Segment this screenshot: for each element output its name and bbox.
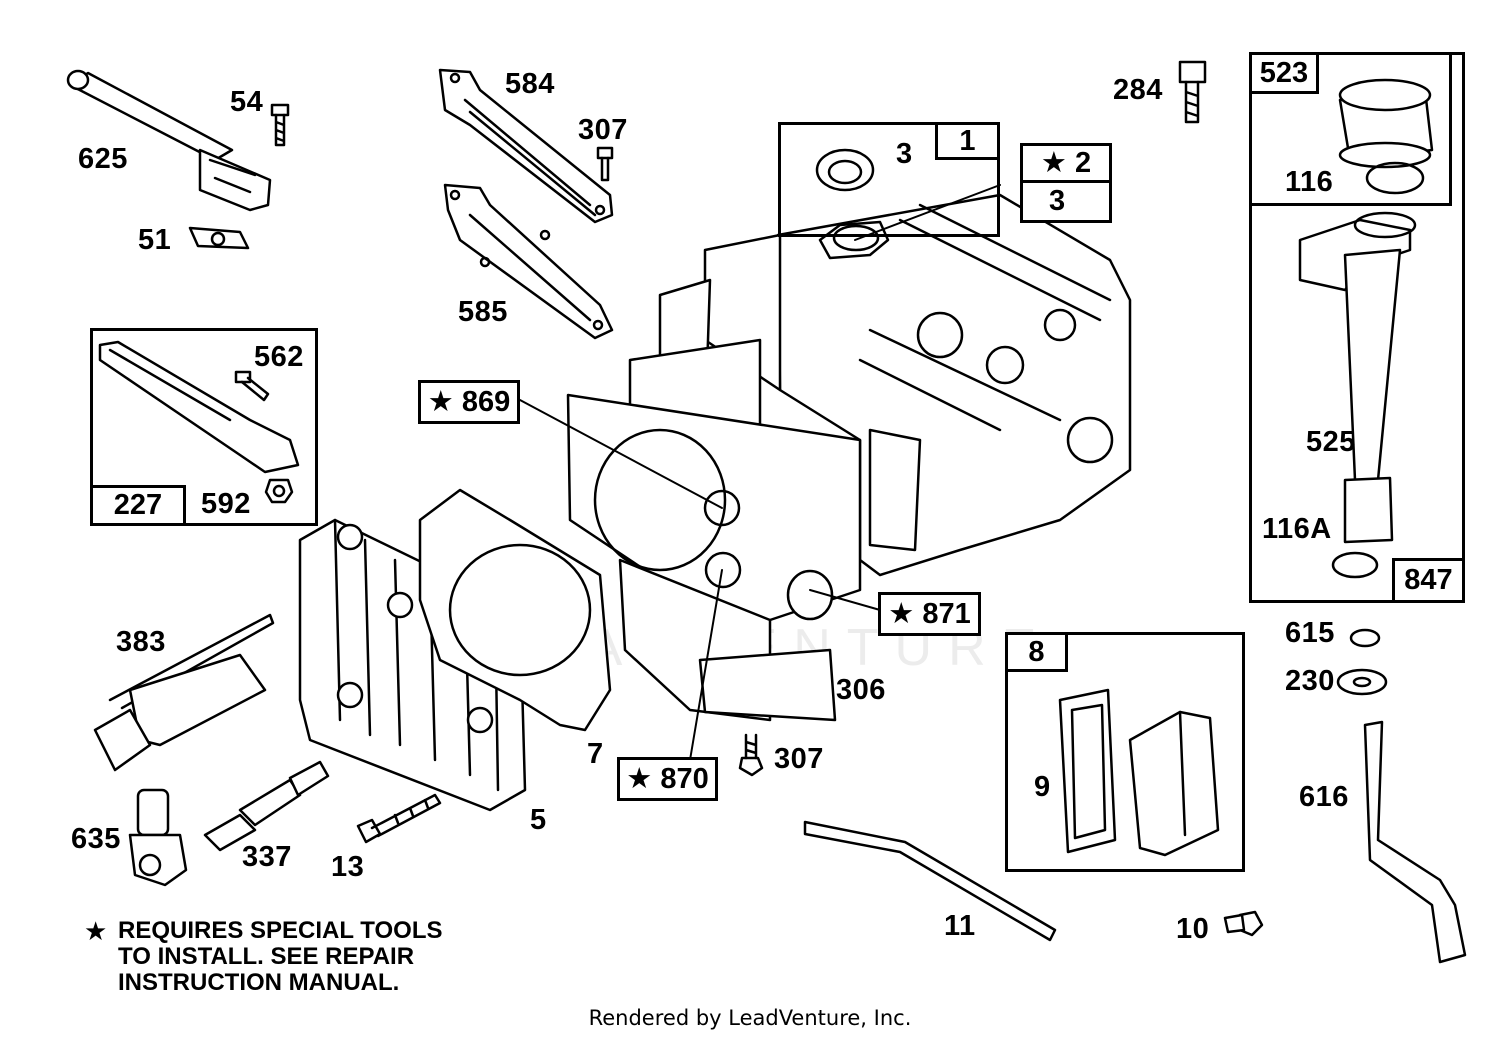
callout-562: 562 — [254, 341, 304, 373]
callout-306: 306 — [836, 674, 886, 706]
callout-284: 284 — [1113, 74, 1163, 106]
callout-635: 635 — [71, 823, 121, 855]
tube-383-part — [93, 613, 275, 772]
note-line-1: REQUIRES SPECIAL TOOLS — [118, 917, 443, 944]
rod-616-part — [1363, 720, 1467, 964]
fill-tube-525-part — [1298, 211, 1417, 579]
ref-box-2: ★ 2 — [1020, 143, 1112, 183]
ref-box-847: 847 — [1392, 558, 1465, 603]
screw-284-part — [1178, 60, 1207, 124]
nut-615-part — [1349, 628, 1381, 648]
ref-box-3: 3 — [1020, 180, 1112, 223]
callout-592: 592 — [201, 488, 251, 520]
star-icon: ★ — [84, 916, 108, 946]
oil-seal-3-part — [815, 148, 875, 192]
callout-10: 10 — [1176, 913, 1210, 945]
gasket-51-part — [188, 226, 250, 250]
callout-337: 337 — [242, 841, 292, 873]
note-line-3: INSTRUCTION MANUAL. — [118, 969, 400, 996]
muffler-8-part — [1128, 710, 1220, 857]
kit-box-1 — [778, 122, 1000, 237]
ref-box-227: 227 — [90, 485, 186, 526]
callout-525: 525 — [1306, 426, 1356, 458]
special-tools-note: ★ REQUIRES SPECIAL TOOLS TO INSTALL. SEE… — [84, 918, 443, 996]
breather-tube-part — [66, 69, 272, 212]
callout-9: 9 — [1034, 771, 1051, 803]
plate-584-part — [438, 68, 614, 224]
muffler-gasket-9-part — [1058, 688, 1117, 854]
kit-box-227 — [90, 328, 318, 526]
bolt-307-part — [596, 146, 614, 182]
engine-block-part — [566, 193, 1132, 722]
callout-116a: 116A — [1262, 513, 1332, 545]
dipstick-cap-523-part — [1338, 78, 1434, 195]
washer-230-part — [1336, 668, 1388, 696]
callout-584: 584 — [505, 68, 555, 100]
tube-11-part — [803, 820, 1057, 942]
head-gasket-7-part — [418, 488, 612, 732]
callout-5: 5 — [530, 804, 547, 836]
note-line-2: TO INSTALL. SEE REPAIR — [118, 943, 415, 970]
governor-lever-part — [98, 340, 300, 504]
callout-54: 54 — [230, 86, 264, 118]
ref-box-1: 1 — [935, 122, 1000, 160]
callout-625: 625 — [78, 143, 128, 175]
screw-54-part — [270, 103, 290, 147]
ref-box-869: ★ 869 — [418, 380, 520, 424]
ref-box-871: ★ 871 — [878, 592, 981, 636]
ref-box-870: ★ 870 — [617, 757, 718, 801]
callout-3: 3 — [896, 138, 913, 170]
callout-616: 616 — [1299, 781, 1349, 813]
kit-box-8 — [1005, 632, 1245, 872]
callout-307-lower: 307 — [774, 743, 824, 775]
callout-116: 116 — [1285, 166, 1334, 198]
spark-plug-337-part — [203, 760, 330, 852]
kit-box-523 — [1249, 52, 1452, 206]
gasket-585-part — [443, 183, 614, 340]
drain-plug-10-part — [1223, 910, 1264, 937]
elbow-635-part — [128, 788, 188, 887]
callout-13: 13 — [331, 851, 365, 883]
bolt-307-lower-part — [738, 733, 764, 777]
render-credit: Rendered by LeadVenture, Inc. — [588, 1006, 912, 1030]
leader-lines — [519, 184, 1001, 761]
gasket-306-part — [698, 648, 837, 722]
ref-box-8: 8 — [1005, 632, 1068, 672]
callout-383: 383 — [116, 626, 166, 658]
callout-7: 7 — [587, 738, 604, 770]
callout-11: 11 — [944, 910, 976, 942]
callout-615: 615 — [1285, 617, 1335, 649]
callout-585: 585 — [458, 296, 508, 328]
ref-box-523: 523 — [1249, 52, 1319, 94]
callout-307-upper: 307 — [578, 114, 628, 146]
callout-51: 51 — [138, 224, 172, 256]
bolt-13-part — [356, 793, 442, 844]
callout-230: 230 — [1285, 665, 1335, 697]
